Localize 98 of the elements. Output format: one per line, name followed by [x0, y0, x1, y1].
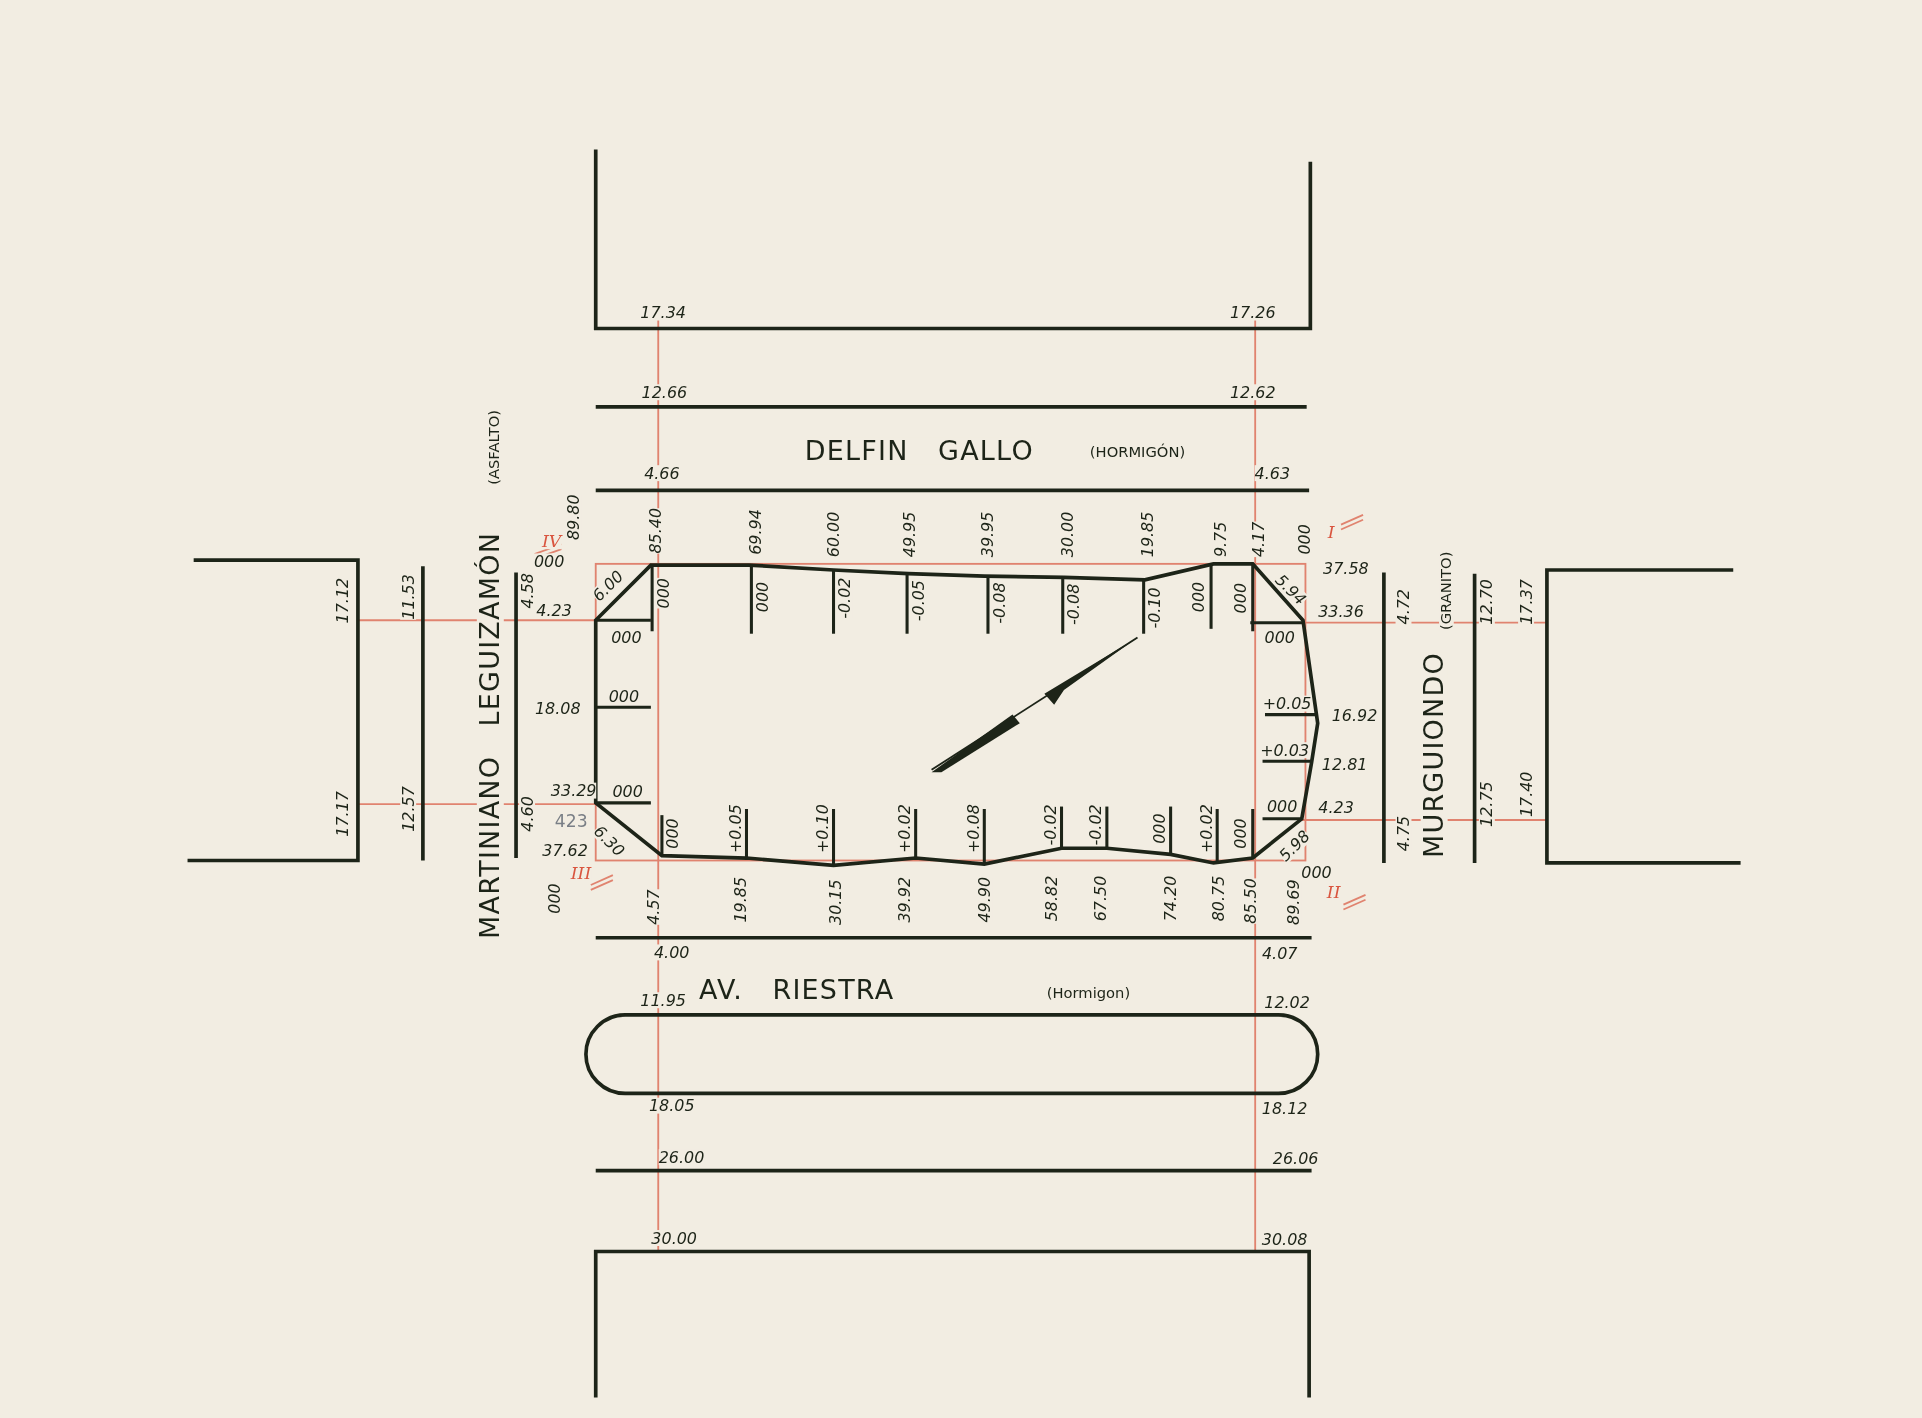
elevation-number: 17.26: [1229, 304, 1276, 321]
elevation-number: 39.92: [896, 876, 913, 923]
corner-numeral: I: [1327, 523, 1335, 541]
elevation-number: 37.62: [542, 842, 588, 859]
elevation-number: 000: [611, 629, 642, 646]
elevation-number: 33.36: [1318, 603, 1364, 620]
elevation-number: 30.08: [1261, 1231, 1308, 1248]
elevation-number: 17.34: [640, 304, 686, 321]
elevation-number: 4.23: [1318, 799, 1354, 816]
elevation-number: 12.02: [1264, 994, 1310, 1011]
elevation-number: 60.00: [825, 511, 842, 558]
elevation-number: 18.08: [534, 700, 581, 717]
elevation-number: 000: [612, 783, 643, 800]
elevation-number: +0.08: [965, 804, 982, 854]
elevation-number: 80.75: [1210, 875, 1227, 922]
elevation-number: 000: [665, 818, 681, 849]
elevation-number: 26.06: [1272, 1150, 1319, 1167]
elevation-number: 19.85: [1139, 511, 1156, 558]
elevation-number: 11.53: [400, 574, 417, 620]
elevation-number: 4.60: [519, 796, 536, 832]
elevation-number: 49.90: [976, 876, 993, 923]
elevation-number: 17.12: [334, 577, 350, 624]
elevation-number: +0.10: [814, 804, 831, 854]
elevation-number: +0.05: [727, 804, 744, 854]
elevation-number: 000: [1301, 864, 1332, 881]
elevation-number: 18.05: [648, 1097, 695, 1114]
elevation-number: 000: [1151, 813, 1168, 844]
elevation-number: 69.94: [747, 509, 764, 555]
elevation-number: -0.02: [1087, 804, 1104, 846]
elevation-number: 4.23: [536, 602, 572, 619]
paving-material-label: (GRANITO): [1439, 551, 1454, 631]
elevation-number: 37.58: [1323, 560, 1369, 577]
elevation-number: +0.02: [896, 804, 913, 854]
elevation-number: 30.15: [828, 879, 844, 925]
elevation-number: 12.57: [400, 786, 417, 832]
elevation-number: -0.02: [836, 577, 853, 619]
elevation-number: 89.69: [1285, 879, 1302, 925]
elevation-number: 18.12: [1261, 1100, 1308, 1117]
elevation-number: 4.07: [1261, 945, 1298, 962]
corner-numeral: II: [1326, 883, 1341, 901]
elevation-number: 12.62: [1229, 384, 1276, 401]
paving-material-label: (Hormigon): [1046, 985, 1131, 1001]
pencil-note: 423: [554, 812, 588, 830]
elevation-number: 4.75: [1395, 815, 1412, 852]
elevation-number: -0.05: [910, 580, 927, 622]
paving-material-label: (ASFALTO): [486, 410, 502, 485]
elevation-number: 85.50: [1242, 878, 1259, 924]
elevation-number: 85.40: [647, 507, 664, 554]
elevation-number: 30.00: [1059, 511, 1076, 558]
elevation-number: 39.95: [980, 511, 996, 558]
elevation-number: 26.00: [658, 1149, 705, 1166]
elevation-number: 000: [1232, 818, 1249, 849]
elevation-number: 4.72: [1395, 589, 1412, 625]
elevation-number: 12.81: [1321, 756, 1368, 773]
elevation-number: 17.17: [334, 791, 350, 837]
elevation-number: -0.08: [1065, 583, 1082, 625]
elevation-number: 33.29: [550, 782, 597, 799]
corner-numeral: III: [570, 864, 592, 882]
street-name: MURGUIONDO: [1420, 652, 1448, 859]
elevation-number: 17.40: [1518, 771, 1535, 818]
corner-numeral: IV: [542, 532, 562, 550]
elevation-number: 67.50: [1092, 875, 1109, 922]
elevation-number: 000: [655, 578, 672, 609]
paving-material-label: (HORMIGÓN): [1089, 444, 1186, 460]
elevation-number: +0.03: [1260, 742, 1310, 759]
elevation-number: -0.08: [991, 582, 1007, 624]
elevation-number: 11.95: [640, 992, 686, 1009]
elevation-number: -0.10: [1146, 587, 1163, 629]
elevation-number: 89.80: [565, 494, 582, 541]
elevation-number: 000: [1190, 581, 1207, 613]
elevation-number: -0.02: [1042, 804, 1059, 846]
elevation-number: 000: [1264, 629, 1295, 646]
elevation-number: +0.02: [1198, 804, 1215, 854]
elevation-number: +0.05: [1262, 695, 1312, 712]
elevation-number: 9.75: [1212, 521, 1229, 558]
elevation-number: 58.82: [1043, 875, 1060, 922]
elevation-number: 74.20: [1162, 875, 1179, 922]
elevation-number: 000: [533, 553, 565, 570]
elevation-number: 12.66: [641, 384, 688, 401]
elevation-number: 16.92: [1331, 707, 1378, 724]
elevation-number: 000: [608, 688, 640, 705]
elevation-number: 000: [1232, 582, 1249, 614]
elevation-number: 000: [754, 581, 771, 613]
elevation-number: 4.17: [1250, 521, 1267, 558]
elevation-number: 4.66: [644, 465, 680, 482]
elevation-number: 4.58: [519, 573, 536, 609]
elevation-number: 000: [1296, 524, 1313, 555]
elevation-number: 30.00: [651, 1230, 697, 1246]
elevation-number: 4.57: [645, 889, 662, 925]
elevation-number: 19.85: [732, 876, 749, 923]
elevation-number: 49.95: [901, 511, 918, 558]
elevation-number: 4.00: [654, 944, 690, 961]
elevation-number: 12.70: [1478, 579, 1495, 625]
elevation-number: 000: [546, 883, 562, 914]
elevation-number: 12.75: [1478, 781, 1495, 827]
elevation-number: 000: [1266, 798, 1298, 815]
elevation-number: 4.63: [1254, 465, 1291, 482]
elevation-number: 17.37: [1518, 579, 1535, 625]
